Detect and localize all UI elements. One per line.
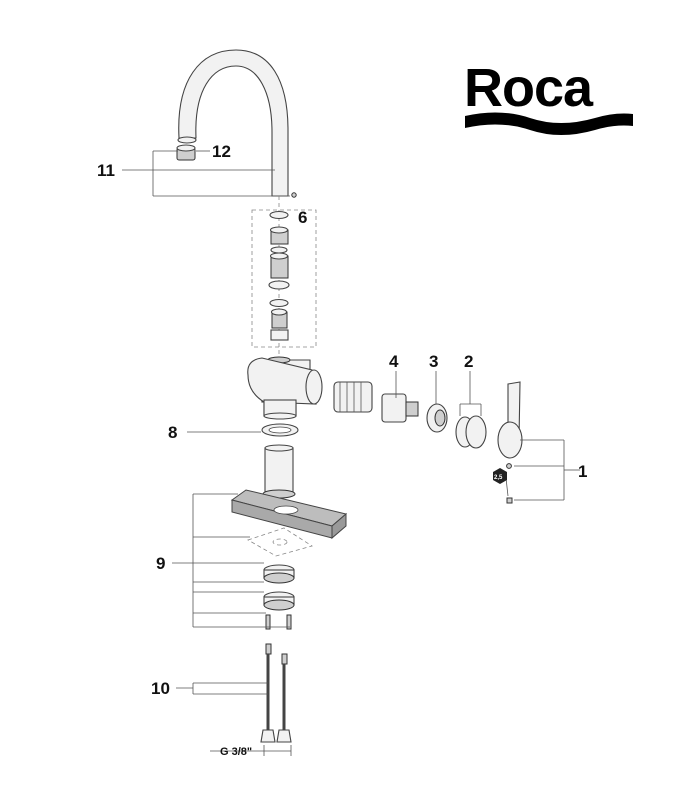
part-1-handle [497, 381, 580, 504]
part-3-nut [426, 371, 448, 433]
brand-name: Roca [464, 58, 594, 118]
callout-4: 4 [389, 352, 399, 371]
threaded-shank [262, 444, 296, 499]
callout-1: 1 [578, 462, 587, 481]
callout-bracket-9 [172, 493, 290, 628]
callout-11: 11 [97, 161, 115, 180]
part-2-cover [455, 371, 487, 449]
callout-2: 2 [464, 352, 473, 371]
thread-size-label: G 3/8" [220, 746, 252, 758]
hex-key-icon: 2,5 [493, 468, 507, 484]
part-6-cartridge-stack [251, 196, 317, 360]
logo-wave [465, 112, 633, 135]
svg-text:2,5: 2,5 [494, 475, 503, 481]
callout-12: 12 [212, 142, 231, 161]
callout-10: 10 [151, 679, 170, 698]
part-12-aerator [176, 144, 210, 161]
callout-8: 8 [168, 423, 177, 442]
callout-6: 6 [298, 208, 307, 227]
callout-3: 3 [429, 352, 438, 371]
callout-bracket-11 [122, 150, 290, 197]
part-9-fixing-set [263, 564, 295, 630]
spout [177, 49, 297, 198]
part-8-seal [187, 423, 299, 437]
part-10-flexible-hoses [176, 643, 292, 756]
roca-logo: Roca [464, 58, 633, 135]
base-plate [230, 489, 348, 540]
mixer-body [247, 356, 323, 420]
base-gasket [247, 527, 313, 557]
part-4-cartridge [333, 371, 419, 423]
callout-9: 9 [156, 554, 165, 573]
